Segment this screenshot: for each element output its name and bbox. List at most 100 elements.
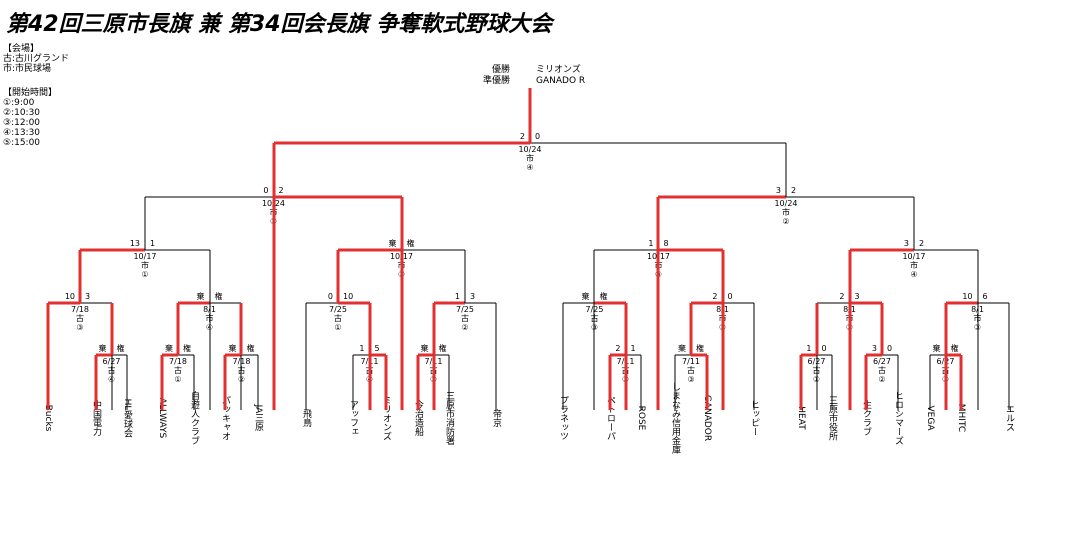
score-left: 1	[648, 239, 653, 248]
team-name: アッフェ	[348, 400, 358, 436]
team-label: 帝京	[491, 408, 502, 428]
score-right: 0	[728, 292, 733, 301]
time-item: ②:10:30	[3, 108, 41, 118]
team-label: 中国電力	[91, 399, 102, 437]
match-date: 10/24	[518, 145, 541, 154]
match-slot: ①	[334, 323, 341, 332]
match-date: 7/25	[456, 305, 474, 314]
score-left: 棄	[678, 343, 686, 353]
score-left: 1	[455, 292, 460, 301]
team-name: 飛鳥	[301, 409, 312, 428]
match-date: 6/27	[873, 357, 891, 366]
match-date: 7/25	[329, 305, 347, 314]
team-name: 生クラブ	[861, 399, 872, 436]
score-left: 2	[615, 344, 620, 353]
score-left: 2	[839, 292, 844, 301]
score-left: 棄	[933, 343, 941, 353]
team-name: GANADOR	[702, 395, 712, 441]
match-venue: 市	[910, 260, 918, 270]
match-date: 10/17	[902, 252, 925, 261]
time-legend: 【開始時間】 ①:9:00 ②:10:30 ③:12:00 ④:13:30 ⑤:…	[3, 88, 57, 148]
score-right: 2	[279, 186, 284, 195]
score-left: 棄	[229, 343, 237, 353]
team-label: ペトローパ	[605, 396, 616, 441]
score-left: 棄	[421, 343, 429, 353]
match-date: 10/17	[133, 252, 156, 261]
team-label: プラネッツ	[558, 395, 569, 440]
team-name: ROSE	[636, 406, 646, 431]
score-right: 0	[822, 344, 827, 353]
team-name: 三原市役所	[827, 396, 838, 442]
page-title: 第42回三原市長旗 兼 第34回会長旗 争奪軟式野球大会	[6, 12, 553, 37]
time-item: ③:12:00	[3, 118, 41, 128]
score-left: 1	[359, 344, 364, 353]
score-left: 10	[65, 292, 75, 301]
score-right: 2	[791, 186, 796, 195]
score-left: 棄	[99, 343, 107, 353]
score-left: 3	[776, 186, 781, 195]
runnerup-label: 準優勝	[483, 74, 510, 86]
match-date: 10/24	[774, 199, 797, 208]
match-slot: ②	[782, 217, 789, 226]
score-right: 8	[664, 239, 669, 248]
time-item: ④:13:30	[3, 128, 41, 138]
team-label: Bucks	[43, 405, 53, 432]
team-name: MHITC	[956, 404, 966, 432]
score-right: 1	[631, 344, 636, 353]
score-right: 権	[696, 343, 704, 353]
time-item: ⑤:15:00	[3, 138, 41, 148]
time-item: ①:9:00	[3, 98, 35, 108]
team-label: JA三原	[253, 404, 264, 432]
team-label: 今治造船	[413, 399, 424, 437]
team-label: ミリオンズ	[381, 396, 392, 441]
venue-legend: 【会場】 古:古川グランド 市:市民球場	[3, 44, 69, 74]
match-venue: 市	[526, 153, 534, 163]
team-name: 今治造船	[413, 399, 424, 437]
score-right: 権	[183, 343, 191, 353]
score-left: 1	[806, 344, 811, 353]
team-label: 三原市役所	[827, 396, 838, 442]
score-left: 3	[872, 344, 877, 353]
team-name: 三原市消防署	[444, 391, 455, 445]
score-left: 棄	[197, 291, 205, 301]
team-label: 三原市消防署	[444, 391, 455, 445]
score-right: 権	[407, 238, 415, 248]
team-label: ALLWAYS	[157, 398, 167, 439]
team-label: エルス	[1004, 405, 1015, 432]
score-right: 5	[375, 344, 380, 353]
score-left: 0	[328, 292, 333, 301]
score-right: 権	[117, 343, 125, 353]
score-right: 3	[85, 292, 90, 301]
team-label: VEGA	[925, 406, 935, 432]
team-name: VEGA	[925, 406, 935, 432]
match-date: 7/11	[682, 357, 700, 366]
match-date: 7/18	[169, 357, 187, 366]
match-venue: 古	[174, 365, 182, 375]
team-label: 生クラブ	[861, 399, 872, 436]
match-slot: ③	[76, 323, 83, 332]
match-venue: 市	[782, 207, 790, 217]
team-name: HEAT	[796, 406, 806, 430]
score-right: 3	[855, 292, 860, 301]
match-venue: 古	[334, 313, 342, 323]
champion-name: ミリオンズ	[536, 63, 581, 75]
team-label: ROSE	[636, 406, 646, 431]
match-date: 7/18	[71, 305, 89, 314]
match-venue: 古	[687, 365, 695, 375]
score-left: 0	[263, 186, 268, 195]
score-right: 権	[600, 291, 608, 301]
team-name: 帝京	[491, 408, 502, 428]
score-left: 13	[130, 239, 140, 248]
score-right: 権	[439, 343, 447, 353]
score-right: 3	[470, 292, 475, 301]
team-name: 自遊人クラブ	[189, 390, 200, 445]
team-label: MHITC	[956, 404, 966, 432]
match-venue: 古	[76, 313, 84, 323]
match-slot: ④	[910, 270, 917, 279]
match-slot: ②	[878, 375, 885, 384]
score-left: 10	[962, 292, 972, 301]
team-name: HL愛球会	[122, 399, 133, 439]
team-label: 飛鳥	[301, 409, 312, 428]
team-label: パッキャオ	[220, 395, 231, 440]
score-right: 1	[150, 239, 155, 248]
